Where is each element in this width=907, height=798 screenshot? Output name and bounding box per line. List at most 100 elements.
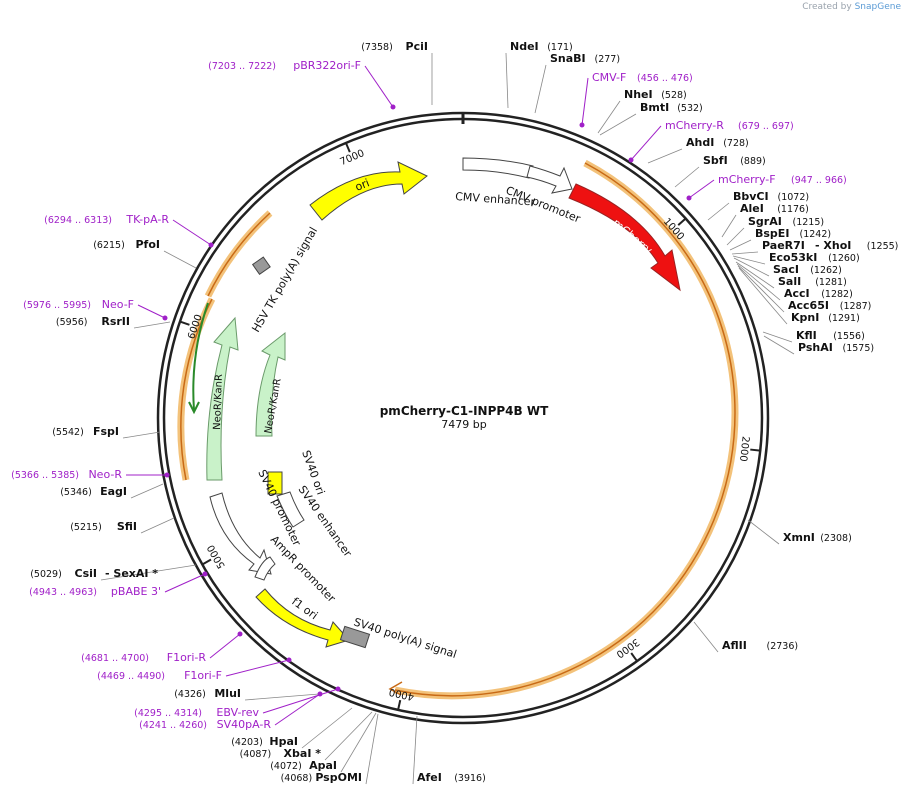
site-name: PciI bbox=[406, 40, 428, 53]
orf-arc-green bbox=[192, 302, 209, 411]
primer-name: F1ori-R bbox=[167, 651, 207, 664]
tick-mark bbox=[630, 652, 638, 662]
snapgene-credit: Created by SnapGene bbox=[802, 2, 901, 12]
site-leader bbox=[732, 255, 766, 265]
site-leader bbox=[534, 64, 547, 114]
site-position: (1287) bbox=[840, 301, 872, 312]
primer-leader bbox=[262, 688, 339, 714]
site-leader bbox=[599, 113, 637, 136]
site-leader bbox=[738, 267, 788, 325]
tick-label: 7000 bbox=[338, 148, 366, 168]
primer-name: mCherry-R bbox=[665, 119, 724, 132]
tick-label: 4000 bbox=[388, 686, 415, 702]
site-name: RsrII bbox=[101, 315, 130, 328]
site-position: (1556) bbox=[833, 331, 865, 342]
primer-name: mCherry-F bbox=[718, 173, 776, 186]
orf-arc-top bbox=[204, 210, 273, 298]
primer-range: (947 .. 966) bbox=[791, 175, 847, 186]
site-position: (1575) bbox=[843, 343, 875, 354]
site-leader bbox=[674, 166, 700, 188]
site-name: NdeI bbox=[510, 40, 539, 53]
ampr-promoter-arrow bbox=[254, 556, 276, 581]
site-position: (4072) bbox=[270, 761, 302, 772]
site-leader bbox=[737, 265, 785, 313]
primer-range: (679 .. 697) bbox=[738, 121, 794, 132]
hsv-tk-polya-box bbox=[251, 256, 271, 276]
primer-range: (4241 .. 4260) bbox=[139, 720, 207, 731]
sv40-polya-box bbox=[339, 625, 371, 649]
site-name: XbaI * bbox=[284, 747, 322, 760]
site-position: (1242) bbox=[800, 229, 832, 240]
primer-marker bbox=[286, 657, 292, 663]
site-name: - XhoI bbox=[815, 239, 851, 252]
site-name: BspEI bbox=[755, 227, 789, 240]
primer-marker bbox=[317, 691, 323, 697]
primer-range: (456 .. 476) bbox=[637, 73, 693, 84]
site-position: (2308) bbox=[820, 533, 852, 544]
tick-mark bbox=[677, 217, 687, 226]
orf-arcs bbox=[177, 159, 739, 700]
cmv-promoter-arrow bbox=[526, 165, 573, 194]
primer-leader bbox=[688, 179, 715, 199]
site-leader bbox=[130, 483, 164, 499]
site-position: (4087) bbox=[240, 749, 272, 760]
tick-mark bbox=[750, 448, 761, 452]
site-leader bbox=[163, 250, 197, 269]
sv40-ori-box bbox=[267, 471, 283, 495]
primer-sites: pBR322ori-F(7203 .. 7222)CMV-F(456 .. 47… bbox=[11, 59, 847, 731]
tick-mark bbox=[397, 699, 402, 711]
orf-arrow-green bbox=[188, 401, 200, 415]
site-position: (5029) bbox=[30, 569, 62, 580]
site-name: Acc65I bbox=[788, 299, 829, 312]
site-position: (171) bbox=[547, 42, 573, 53]
site-position: (5542) bbox=[52, 427, 84, 438]
site-leader bbox=[133, 321, 171, 329]
site-name: - SexAI * bbox=[105, 567, 158, 580]
site-position: (1255) bbox=[867, 241, 899, 252]
site-position: (532) bbox=[677, 103, 703, 114]
site-position: (7358) bbox=[361, 42, 393, 53]
site-name: PspOMI bbox=[315, 771, 362, 784]
neo-inner-arrow bbox=[255, 331, 286, 437]
site-leader bbox=[122, 431, 161, 439]
site-name: HpaI bbox=[269, 735, 298, 748]
site-leader bbox=[707, 202, 730, 221]
site-leader bbox=[340, 712, 377, 773]
primer-marker bbox=[208, 242, 214, 248]
mcherry-arrow bbox=[568, 183, 681, 292]
sv40-enhancer-arrow bbox=[276, 491, 305, 528]
site-position: (6215) bbox=[93, 240, 125, 251]
site-leader bbox=[365, 713, 379, 785]
cmv-enhancer-arrow bbox=[462, 157, 534, 179]
site-leader bbox=[721, 214, 737, 238]
neo-outer-label: NeoR/KanR bbox=[212, 374, 225, 430]
f1-ori-arrow bbox=[255, 588, 350, 648]
site-position: (1291) bbox=[828, 313, 860, 324]
site-leader bbox=[733, 257, 770, 277]
site-name: AflII bbox=[722, 639, 747, 652]
site-leader bbox=[731, 251, 759, 255]
site-leader bbox=[736, 263, 781, 301]
site-name: XmnI bbox=[783, 531, 815, 544]
site-position: (1215) bbox=[793, 217, 825, 228]
primer-name: pBR322ori-F bbox=[293, 59, 361, 72]
feature-labels: ori CMV enhancer CMV promoter mCherry HS… bbox=[212, 176, 655, 661]
primer-leader bbox=[164, 573, 206, 593]
site-position: (5956) bbox=[56, 317, 88, 328]
plasmid-name: pmCherry-C1-INPP4B WT bbox=[380, 404, 549, 418]
site-name: PshAI bbox=[798, 341, 833, 354]
site-leader bbox=[735, 261, 775, 289]
site-position: (4203) bbox=[231, 737, 263, 748]
site-position: (5346) bbox=[60, 487, 92, 498]
primer-range: (4681 .. 4700) bbox=[81, 653, 149, 664]
site-leader bbox=[693, 621, 719, 653]
cmv-enhancer-label: CMV enhancer bbox=[455, 190, 536, 209]
orf-arc-top-core bbox=[207, 212, 271, 297]
tick-label: 2000 bbox=[737, 436, 751, 463]
site-leader bbox=[100, 564, 197, 581]
plasmid-length: 7479 bp bbox=[441, 418, 486, 431]
site-position: (1282) bbox=[821, 289, 853, 300]
primer-marker bbox=[579, 122, 585, 128]
site-position: (1176) bbox=[777, 204, 809, 215]
primer-marker bbox=[202, 571, 208, 577]
